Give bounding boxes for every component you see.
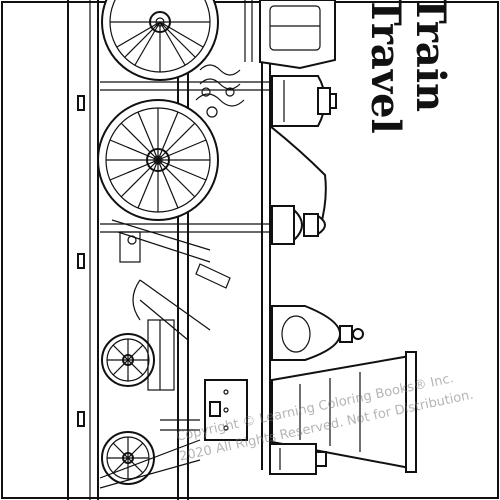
leading-wheel-2 (101, 431, 155, 485)
drive-wheel-middle (97, 99, 219, 221)
smoke-stack (271, 351, 417, 473)
title-line-1: Train (407, 0, 454, 113)
cab (244, 0, 336, 70)
sand-dome (271, 205, 326, 245)
scroll-ornament (195, 64, 245, 118)
drive-wheel-top (101, 0, 219, 81)
connecting-rods (111, 219, 231, 391)
pilot (99, 419, 201, 489)
cylinder (204, 379, 248, 441)
bell (271, 305, 364, 361)
steam-dome-top (271, 75, 337, 127)
boiler-sheet (261, 125, 327, 229)
title-line-2: Travel (362, 0, 409, 134)
leading-wheel-1 (101, 333, 155, 387)
rails (67, 0, 99, 500)
headlamp (269, 443, 327, 475)
